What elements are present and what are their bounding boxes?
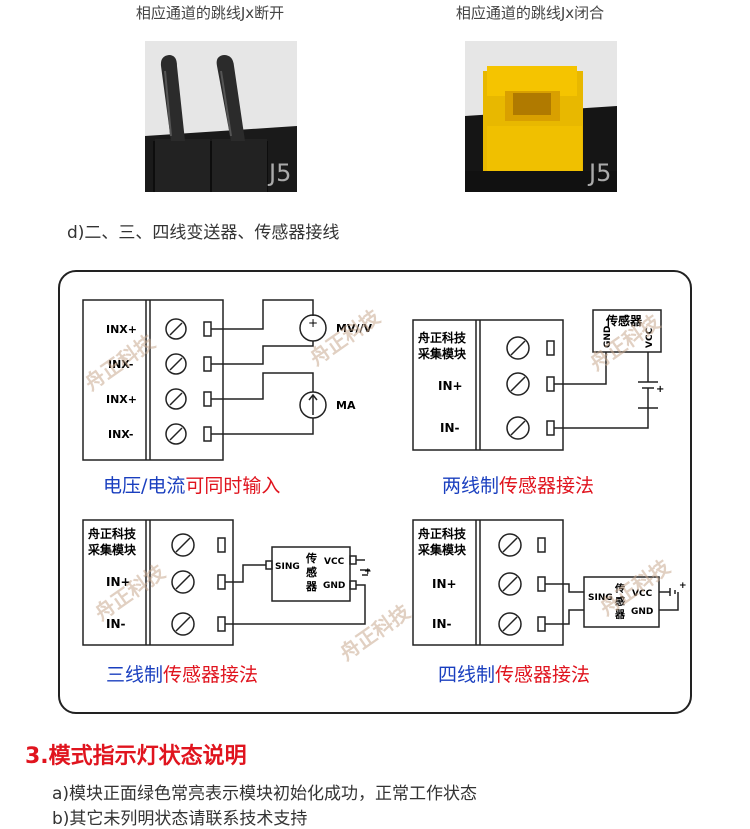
sensor-sing: SING [275, 562, 300, 572]
module-name: 采集模块 [87, 542, 137, 557]
module-name: 舟正科技 [88, 526, 137, 541]
sensor-gnd: GND [603, 326, 613, 348]
in-plus-label: IN+ [106, 575, 131, 589]
ma-label: MA [336, 399, 356, 412]
sensor-sing: SING [588, 593, 613, 603]
module-name: 采集模块 [417, 346, 467, 361]
sensor-title: 传感器 [605, 313, 643, 328]
sensor-vcc: VCC [645, 327, 655, 348]
sensor-char: 器 [614, 609, 626, 621]
jumper-open-photo: J5 [145, 41, 297, 192]
photo-closed-caption: 相应通道的跳线Jx闭合 [455, 4, 605, 22]
wiring-diagrams: INX+ INX- INX+ INX- + MV//V MA 电压/电流可同时输… [80, 299, 687, 686]
in-minus-label: IN- [440, 421, 460, 435]
sensor-vcc: VCC [632, 589, 653, 599]
caption-d: 四线制传感器接法 [438, 664, 590, 686]
plus-sign: + [308, 316, 318, 330]
sensor-vcc: VCC [324, 557, 345, 567]
jumper-closed-photo: J5 [465, 41, 617, 192]
sensor-char: 器 [305, 580, 318, 593]
sensor-gnd: GND [631, 607, 653, 617]
watermark: 舟正科技 [305, 304, 385, 370]
watermark: 舟正科技 [335, 599, 415, 665]
plus-sign: + [679, 581, 687, 591]
status-line-a: a)模块正面绿色常亮表示模块初始化成功，正常工作状态 [52, 784, 478, 804]
watermark: 舟正科技 [90, 559, 170, 625]
sensor-char: 传 [305, 551, 317, 565]
watermark: 舟正科技 [80, 329, 160, 395]
caption-b: 两线制传感器接法 [442, 475, 594, 497]
wiring-diagram-panel [58, 270, 692, 714]
caption-c: 三线制传感器接法 [106, 664, 258, 686]
terminal-label: INX+ [106, 393, 137, 406]
terminal-label: INX- [108, 428, 133, 441]
module-name: 舟正科技 [418, 330, 467, 345]
sensor-gnd: GND [323, 581, 345, 591]
plus-sign: + [656, 384, 664, 395]
photo-open-caption: 相应通道的跳线Jx断开 [135, 4, 285, 22]
in-minus-label: IN- [432, 617, 452, 631]
board-mark-1: J5 [267, 159, 291, 187]
section-d-title: d)二、三、四线变送器、传感器接线 [67, 223, 340, 243]
mv-label: MV//V [336, 322, 372, 335]
caption-a: 电压/电流可同时输入 [103, 475, 280, 497]
terminal-label: INX+ [106, 323, 137, 336]
plus-sign: + [364, 567, 372, 577]
sensor-char: 感 [615, 595, 625, 608]
module-name: 舟正科技 [418, 526, 467, 541]
in-plus-label: IN+ [438, 379, 463, 393]
status-line-b: b)其它未列明状态请联系技术支持 [52, 809, 308, 829]
board-mark-2: J5 [587, 159, 611, 187]
terminal-label: INX- [108, 358, 133, 371]
sensor-char: 感 [306, 565, 317, 579]
in-minus-label: IN- [106, 617, 126, 631]
sensor-char: 传 [614, 582, 625, 595]
section-3-heading: 3.模式指示灯状态说明 [25, 744, 247, 769]
module-name: 采集模块 [417, 542, 467, 557]
in-plus-label: IN+ [432, 577, 457, 591]
